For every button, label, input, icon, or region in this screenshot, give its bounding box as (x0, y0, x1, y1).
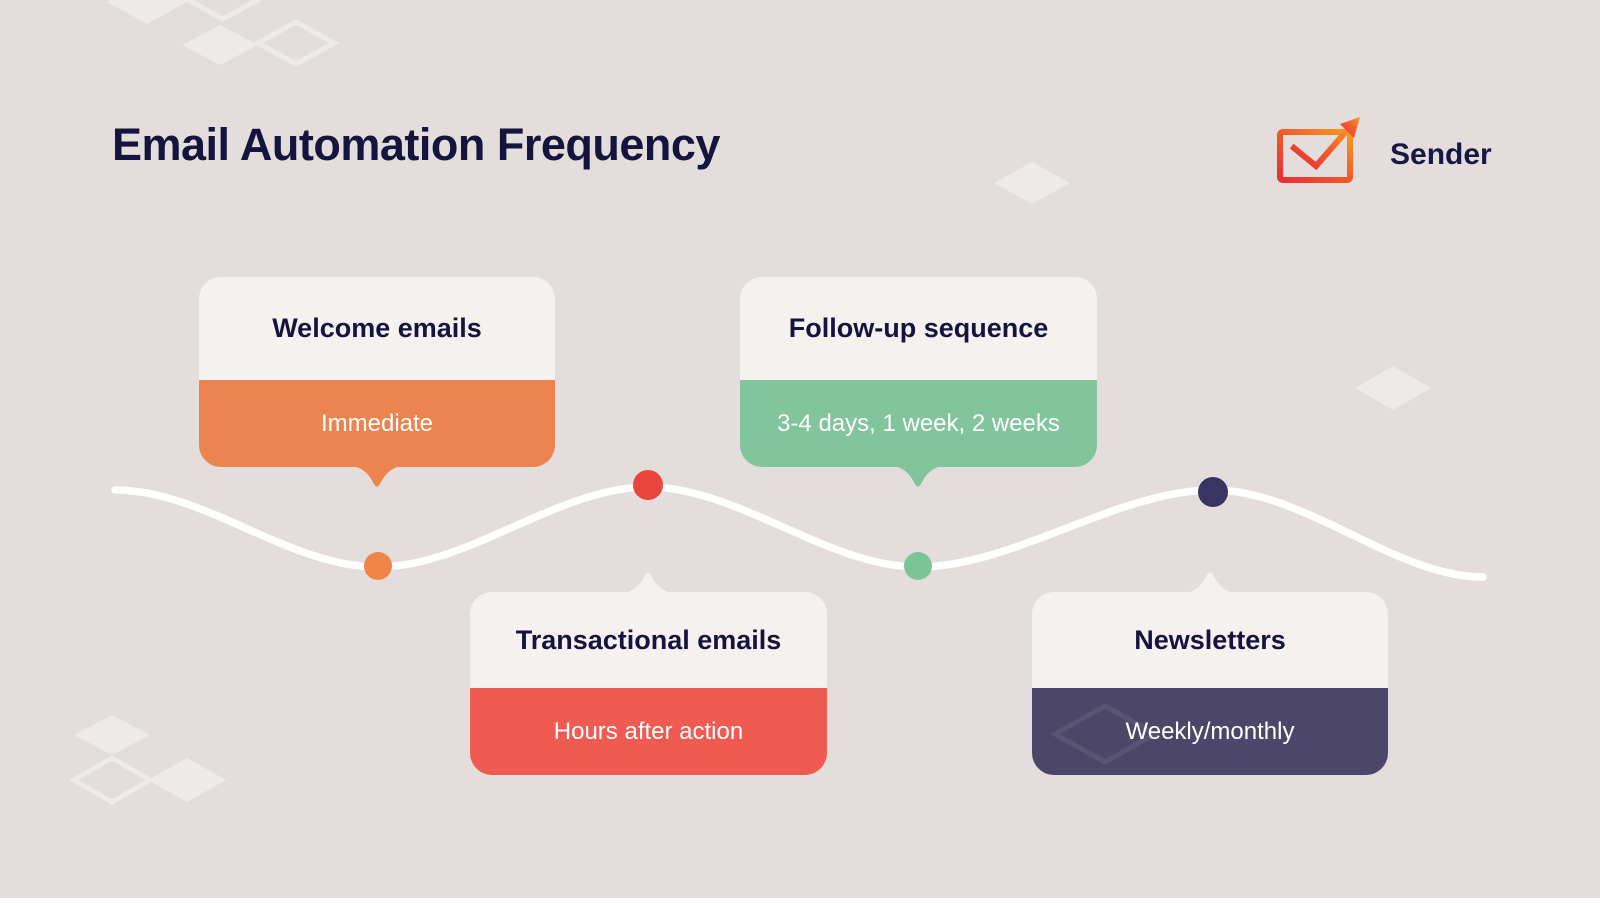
card-tail-up (620, 572, 676, 594)
card-value-section: Weekly/monthly (1032, 688, 1388, 775)
diamond-outline-icon (183, 0, 263, 22)
timeline-wave-line (111, 483, 1487, 581)
card-header: Newsletters (1032, 592, 1388, 688)
card-title: Welcome emails (272, 313, 482, 343)
card-value: Weekly/monthly (1125, 717, 1295, 745)
diamond-icon (994, 162, 1070, 204)
card-header: Welcome emails (199, 277, 555, 380)
card-welcome-emails: Welcome emails Immediate (199, 277, 555, 467)
diamond-icon (107, 0, 187, 24)
page-title: Email Automation Frequency (112, 119, 720, 170)
card-title: Newsletters (1134, 624, 1286, 655)
envelope-check-arrow-icon (1277, 117, 1360, 183)
card-value-section: 3-4 days, 1 week, 2 weeks (740, 380, 1097, 467)
diamond-icon (74, 715, 150, 755)
diamond-icon (1355, 366, 1431, 410)
card-followup-sequence: Follow-up sequence 3-4 days, 1 week, 2 w… (740, 277, 1097, 467)
card-transactional-emails: Transactional emails Hours after action (470, 592, 827, 775)
card-value: Hours after action (553, 717, 744, 745)
card-tail-up (1182, 572, 1238, 594)
brand-logo: Sender (1274, 114, 1492, 186)
card-tail-down (890, 465, 946, 487)
card-value-section: Immediate (199, 380, 555, 467)
card-title: Transactional emails (515, 624, 782, 655)
timeline-dot-transactional (633, 470, 663, 500)
bottom-edge-strip (0, 898, 1600, 903)
card-value: Immediate (320, 409, 434, 437)
timeline-dot-followup (904, 552, 932, 580)
card-title: Follow-up sequence (788, 313, 1049, 343)
timeline-dot-welcome (364, 552, 392, 580)
card-newsletters: Newsletters Weekly/monthly (1032, 592, 1388, 775)
card-value-section: Hours after action (470, 688, 827, 775)
diamond-outline-icon (252, 19, 340, 67)
diamond-icon (148, 758, 226, 802)
diamond-icon (182, 25, 258, 65)
card-tail-down (349, 465, 405, 487)
card-header: Transactional emails (470, 592, 827, 688)
timeline-dot-newsletters (1198, 477, 1228, 507)
card-header: Follow-up sequence (740, 277, 1097, 380)
card-value: 3-4 days, 1 week, 2 weeks (777, 409, 1060, 437)
brand-name: Sender (1390, 138, 1492, 171)
